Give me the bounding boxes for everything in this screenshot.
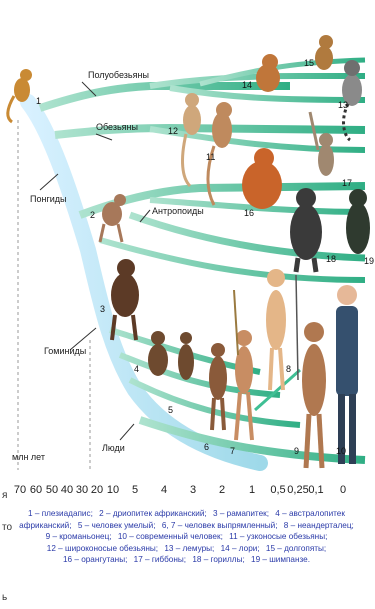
- tick-0-5: 0,5: [270, 484, 285, 496]
- tick-10: 10: [107, 484, 119, 496]
- tick-1: 1: [249, 484, 255, 496]
- pointer-monkeys: [96, 134, 112, 140]
- legend-row: 16 – орангутаны; 17 – гиббоны; 18 – гори…: [8, 554, 365, 566]
- legend-item: 18 – гориллы;: [192, 555, 244, 564]
- tick-0: 0: [340, 484, 346, 496]
- trunk: [28, 102, 260, 463]
- tick-2: 2: [219, 484, 225, 496]
- number-5: 5: [168, 405, 173, 415]
- figure-neanderthal: [266, 269, 298, 390]
- label-pongids: Понгиды: [30, 194, 66, 204]
- number-17: 17: [342, 178, 352, 188]
- number-13: 13: [338, 100, 348, 110]
- legend-row: 12 – широконосые обезьяны; 13 – лемуры; …: [8, 543, 365, 555]
- legend-item: 17 – гиббоны;: [134, 555, 186, 564]
- legend-item: 5 – человек умелый;: [78, 521, 156, 530]
- number-12: 12: [168, 126, 178, 136]
- tick-40: 40: [61, 484, 73, 496]
- tick-50: 50: [46, 484, 58, 496]
- tick-0-1: 0,1: [308, 484, 323, 496]
- label-hominids: Гоминиды: [44, 346, 86, 356]
- legend-item: 10 – современный человек;: [118, 532, 223, 541]
- number-18: 18: [326, 254, 336, 264]
- tick-5: 5: [132, 484, 138, 496]
- figure-broad-nosed-monkey: [183, 93, 201, 186]
- figure-gibbon: [310, 112, 334, 176]
- legend-item: 9 – кроманьонец;: [46, 532, 112, 541]
- figure-tarsier: [315, 35, 333, 70]
- number-4: 4: [134, 364, 139, 374]
- number-14: 14: [242, 80, 252, 90]
- number-2: 2: [90, 210, 95, 220]
- clipped-text-3: ь: [2, 592, 7, 603]
- figure-gorilla: [290, 188, 322, 272]
- tick-0-25: 0,25: [287, 484, 308, 496]
- legend-item: 14 – лори;: [221, 544, 260, 553]
- tick-4: 4: [161, 484, 167, 496]
- legend-item: 4 – австралопитек: [275, 509, 345, 518]
- legend-item: африканский;: [19, 521, 71, 530]
- label-humans: Люди: [102, 443, 125, 453]
- pointer-humans: [120, 424, 134, 440]
- pointer-pongids: [40, 174, 58, 190]
- number-3: 3: [100, 304, 105, 314]
- number-10: 10: [336, 446, 346, 456]
- figure-chimpanzee: [346, 189, 370, 254]
- tick-70: 70: [14, 484, 26, 496]
- label-prosimians: Полуобезьяны: [88, 70, 149, 80]
- label-monkeys: Обезьяны: [96, 122, 138, 132]
- legend-item: 15 – долгопяты;: [266, 544, 326, 553]
- tick-20: 20: [91, 484, 103, 496]
- legend-item: 1 – плезиадапис;: [28, 509, 93, 518]
- number-8: 8: [286, 364, 291, 374]
- legend-item: 2 – дриопитек африканский;: [99, 509, 207, 518]
- tick-3: 3: [190, 484, 196, 496]
- figure-cro-magnon: [302, 322, 326, 468]
- legend-item: 6, 7 – человек выпрямленный;: [162, 521, 278, 530]
- legend-item: 19 – шимпанзе.: [251, 555, 310, 564]
- legend-row: 1 – плезиадапис; 2 – дриопитек африканск…: [8, 508, 365, 520]
- legend-item: 12 – широконосые обезьяны;: [47, 544, 158, 553]
- number-1: 1: [36, 96, 41, 106]
- tick-60: 60: [30, 484, 42, 496]
- figure-orangutan: [242, 148, 282, 209]
- figure-modern-human: [336, 285, 358, 464]
- legend-item: 11 – узконосые обезьяны;: [229, 532, 327, 541]
- legend-item: 13 – лемуры;: [164, 544, 214, 553]
- legend-row: африканский; 5 – человек умелый; 6, 7 – …: [8, 520, 365, 532]
- legend-item: 3 – рамапитек;: [213, 509, 269, 518]
- figure-ramapithecus: [111, 259, 139, 340]
- number-16: 16: [244, 208, 254, 218]
- number-11: 11: [206, 152, 215, 162]
- figure-lori: [256, 54, 280, 92]
- number-6: 6: [204, 442, 209, 452]
- number-15: 15: [304, 58, 314, 68]
- number-9: 9: [294, 446, 299, 456]
- legend-item: 8 – неандерталец;: [284, 521, 354, 530]
- number-19: 19: [364, 256, 374, 266]
- legend-row: 9 – кроманьонец; 10 – современный челове…: [8, 531, 365, 543]
- figure-homo-habilis: [209, 343, 227, 430]
- axis-title: млн лет: [12, 452, 45, 462]
- tick-30: 30: [76, 484, 88, 496]
- branch-gorillas: [130, 215, 365, 258]
- number-7: 7: [230, 446, 235, 456]
- time-axis: 70 60 50 40 30 20 10 5 4 3 2 1 0,5 0,25 …: [0, 478, 375, 502]
- branch-neanderthal: [255, 370, 300, 410]
- label-anthropoids: Антропоиды: [152, 206, 204, 216]
- legend-item: 16 – орангутаны;: [63, 555, 127, 564]
- legend: 1 – плезиадапис; 2 – дриопитек африканск…: [8, 508, 365, 566]
